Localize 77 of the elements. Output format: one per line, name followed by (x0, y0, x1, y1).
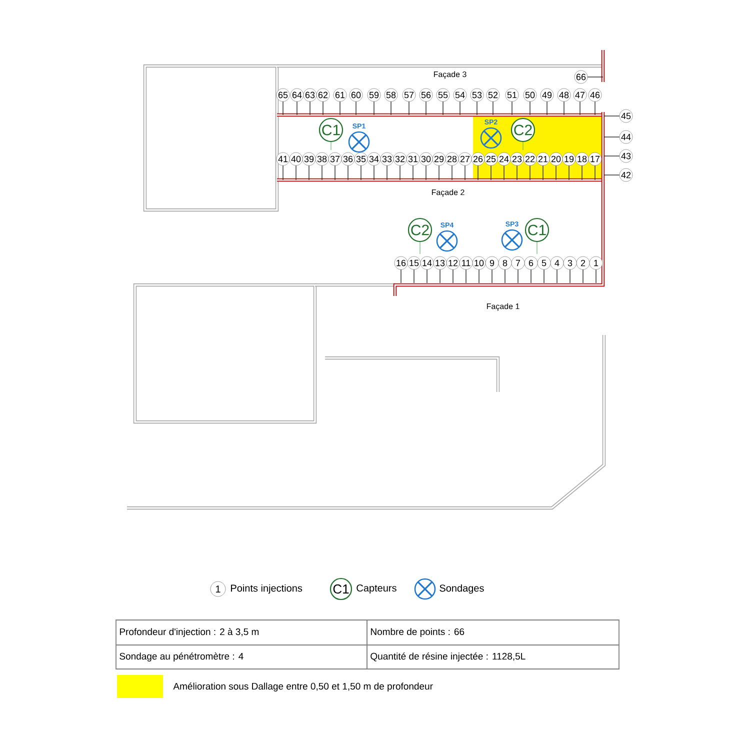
injection-point: 39 (302, 152, 316, 180)
injection-point: 14 (420, 256, 434, 284)
injection-point: 61 (333, 88, 347, 116)
injection-point: 1 (589, 256, 603, 284)
injection-point: 44 (604, 130, 633, 144)
injection-point: 35 (354, 152, 368, 180)
injection-point: 50 (523, 88, 537, 116)
injection-point: 40 (289, 152, 303, 180)
injection-point: 23 (510, 152, 524, 180)
injection-point: 59 (367, 88, 381, 116)
injection-point: 32 (393, 152, 407, 180)
injection-point: 10 (472, 256, 486, 284)
injection-point: 62 (316, 88, 330, 116)
injection-point: 46 (588, 88, 602, 116)
legend-text: Points injections (231, 584, 302, 594)
injection-point: 64 (290, 88, 304, 116)
injection-point: 58 (384, 88, 398, 116)
injection-point: 2 (576, 256, 590, 284)
table-cell: Quantité de résine injectée : 1128,5L (366, 644, 620, 670)
injection-point: 21 (536, 152, 550, 180)
injection-point: 55 (436, 88, 450, 116)
table-cell: Profondeur d'injection : 2 à 3,5 m (116, 620, 368, 646)
legend-text: Sondages (440, 584, 484, 594)
injection-point: 12 (446, 256, 460, 284)
injection-point: 47 (573, 88, 587, 116)
injection-point: 4 (550, 256, 564, 284)
injection-point: 24 (497, 152, 511, 180)
injection-point: 29 (432, 152, 446, 180)
injection-point: 66 (574, 70, 604, 84)
injection-point: 11 (459, 256, 473, 284)
injection-point: 3 (563, 256, 577, 284)
injection-point: 7 (511, 256, 525, 284)
injection-point: 15 (407, 256, 421, 284)
injection-point: 28 (445, 152, 459, 180)
injection-point: 8 (498, 256, 512, 284)
injection-point: 19 (562, 152, 576, 180)
injection-point: 38 (315, 152, 329, 180)
injection-point: 57 (402, 88, 416, 116)
injection-point: 6 (524, 256, 538, 284)
injection-point: 17 (588, 152, 602, 180)
injection-point: 41 (276, 152, 290, 180)
injection-point: 49 (540, 88, 554, 116)
injection-point: 5 (537, 256, 551, 284)
injection-point: 27 (458, 152, 472, 180)
injection-point: 43 (604, 149, 633, 163)
injection-point: 26 (471, 152, 485, 180)
injection-point: 42 (604, 168, 633, 182)
injection-point: 31 (406, 152, 420, 180)
injection-point: 60 (349, 88, 363, 116)
legend-text: Amélioration sous Dallage entre 0,50 et 1,50 m de profondeur (173, 682, 433, 692)
table-cell: Sondage au pénétromètre : 4 (116, 644, 368, 670)
injection-point: 20 (549, 152, 563, 180)
injection-point: 30 (419, 152, 433, 180)
injection-point: 52 (486, 88, 500, 116)
injection-point: 45 (604, 109, 633, 123)
injection-point: 22 (523, 152, 537, 180)
facade-label: Façade 2 (432, 189, 464, 197)
table-cell: Nombre de points : 66 (366, 620, 620, 646)
injection-point: 48 (557, 88, 571, 116)
injection-point: 54 (453, 88, 467, 116)
injection-point: 53 (470, 88, 484, 116)
injection-point: 63 (303, 88, 317, 116)
injection-point: 34 (367, 152, 381, 180)
injection-point: 16 (394, 256, 408, 284)
injection-point: 36 (341, 152, 355, 180)
legend-text: Capteurs (356, 584, 396, 594)
injection-point: 33 (380, 152, 394, 180)
injection-point: 51 (505, 88, 519, 116)
injection-point: 9 (485, 256, 499, 284)
facade-label: Façade 3 (434, 71, 466, 79)
injection-point: 37 (328, 152, 342, 180)
injection-point: 25 (484, 152, 498, 180)
injection-point: 13 (433, 256, 447, 284)
facade-label: Façade 1 (486, 303, 520, 311)
injection-point: 65 (276, 88, 290, 116)
injection-point: 18 (575, 152, 589, 180)
injection-point: 56 (419, 88, 433, 116)
